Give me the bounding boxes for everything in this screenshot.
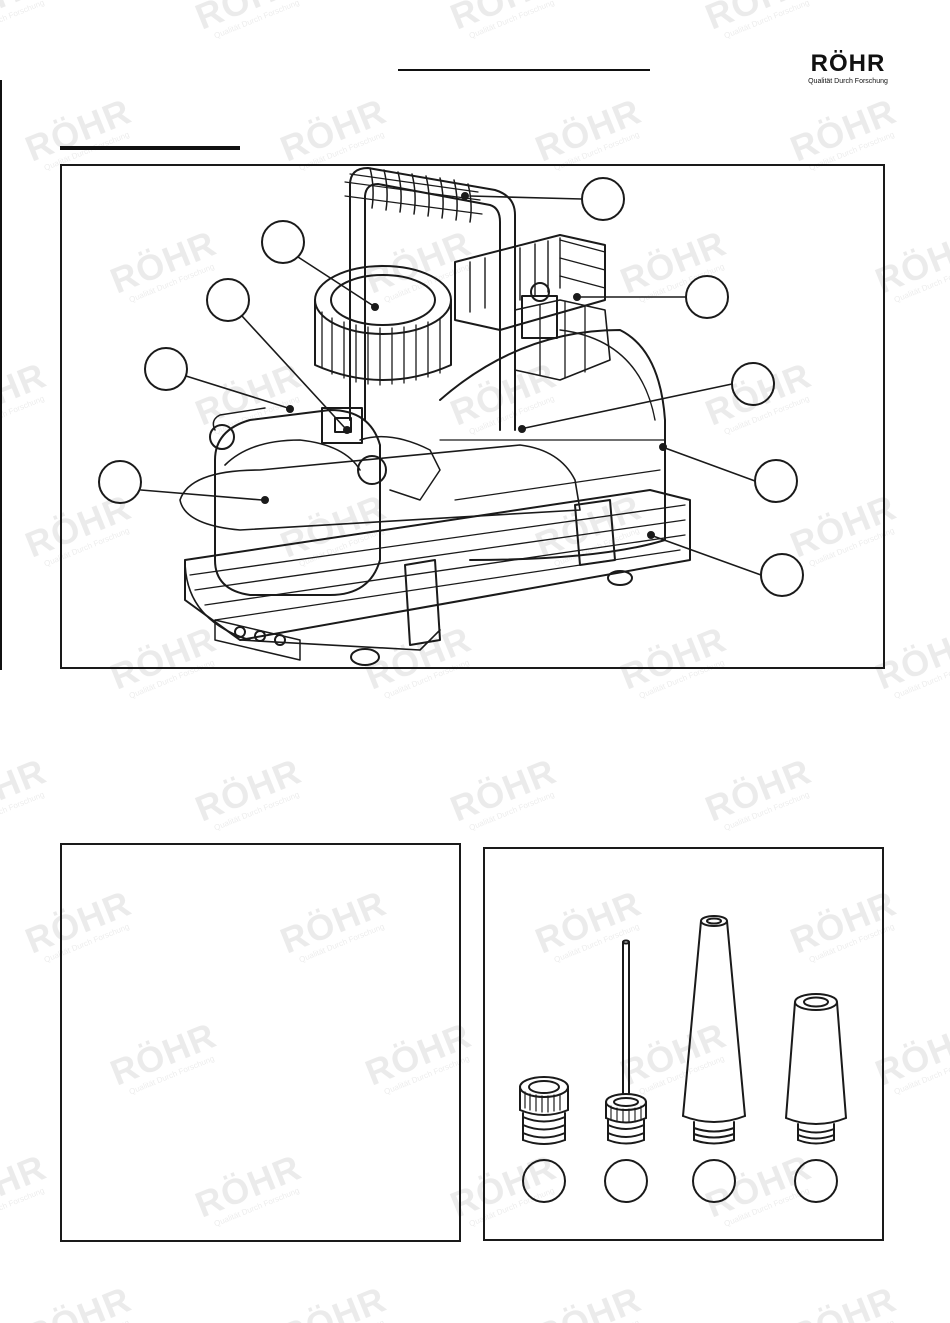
long-cone-adapter-icon bbox=[682, 915, 746, 1145]
short-cone-adapter-icon bbox=[785, 993, 847, 1145]
adapter-cap-icon bbox=[519, 1076, 569, 1145]
callout-6 bbox=[144, 347, 188, 391]
main-figure-frame bbox=[60, 164, 885, 669]
callout-accessory-3 bbox=[692, 1159, 736, 1203]
brand-logo: RÖHR Qualität Durch Forschung bbox=[808, 50, 888, 86]
section-title-rule bbox=[60, 146, 240, 150]
callout-5 bbox=[731, 362, 775, 406]
brand-logo-tagline: Qualität Durch Forschung bbox=[808, 78, 888, 85]
front-housing-icon bbox=[179, 407, 581, 596]
accessory-panel-frame bbox=[483, 847, 884, 1241]
cylinder-body-icon bbox=[439, 329, 666, 561]
callout-8 bbox=[98, 460, 142, 504]
callout-accessory-1 bbox=[522, 1159, 566, 1203]
header-title-rule bbox=[398, 69, 650, 71]
callout-1 bbox=[581, 177, 625, 221]
cooling-fins-icon bbox=[454, 234, 611, 381]
callout-accessory-4 bbox=[794, 1159, 838, 1203]
callout-group-main bbox=[98, 177, 804, 597]
carry-handle-icon bbox=[344, 167, 516, 431]
callout-7 bbox=[754, 459, 798, 503]
callout-9 bbox=[760, 553, 804, 597]
callout-4 bbox=[206, 278, 250, 322]
callout-2 bbox=[261, 220, 305, 264]
blank-panel-frame bbox=[60, 843, 461, 1242]
callout-accessory-2 bbox=[604, 1159, 648, 1203]
callout-3 bbox=[685, 275, 729, 319]
callout-group-accessories bbox=[522, 1159, 838, 1203]
base-tray-icon bbox=[184, 489, 691, 651]
pressure-gauge-icon bbox=[314, 265, 452, 386]
needle-adapter-icon bbox=[605, 939, 647, 1145]
side-clip-icon bbox=[404, 499, 616, 646]
brand-logo-word: RÖHR bbox=[810, 50, 886, 77]
cable-connector-icon bbox=[214, 570, 633, 666]
left-margin-rule bbox=[0, 80, 2, 670]
